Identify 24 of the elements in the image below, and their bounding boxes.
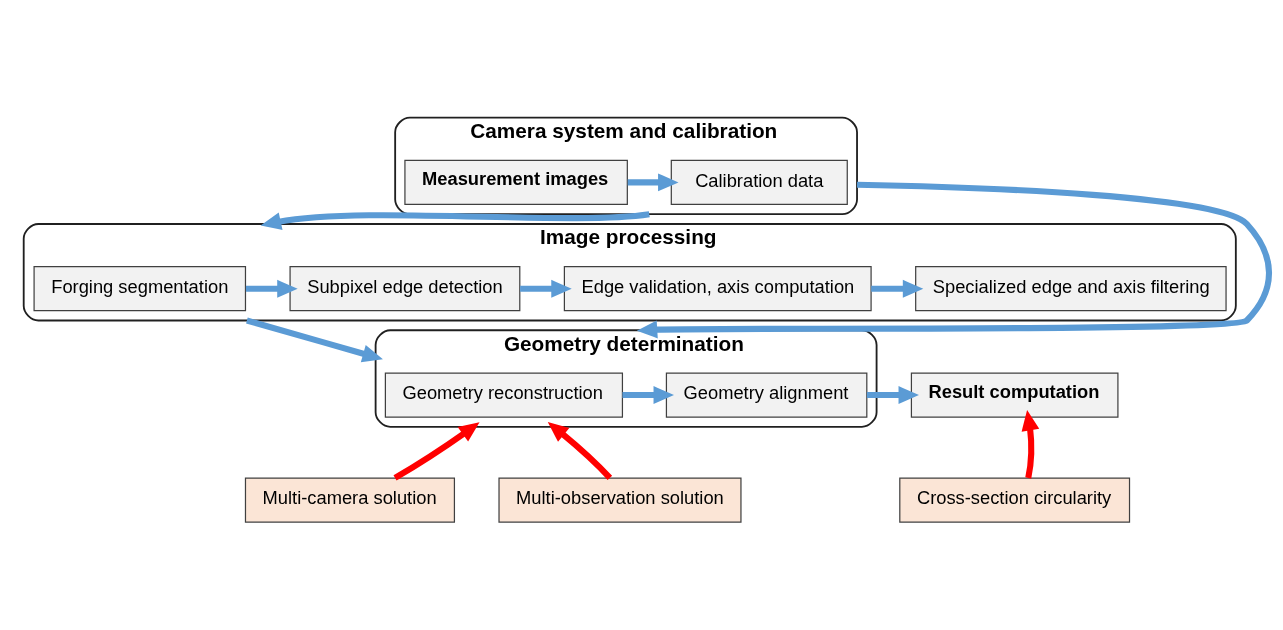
node-box: Multi-observation solution [498,477,742,523]
arrow [871,279,924,298]
node-box: Geometry reconstruction [384,372,624,418]
arrow [622,386,674,404]
node-box: Cross-section circularity [899,477,1131,523]
node-box: Calibration data [670,159,848,206]
arrow [1021,410,1040,479]
node-box: Multi-camera solution [244,477,456,523]
arrow [246,317,383,363]
arrow [260,211,650,230]
node-box: Subpixel edge detection [289,266,521,312]
node-box: Result computation [910,372,1119,418]
arrow [547,422,613,480]
node-box: Measurement images [404,159,628,206]
arrow [636,181,1272,339]
arrow [627,173,679,192]
arrow [393,422,480,481]
arrow [245,279,298,298]
node-box: Geometry alignment [665,372,868,418]
arrow [520,279,572,298]
arrow [866,386,919,404]
node-box: Edge validation, axis computation [563,266,872,312]
node-box: Specialized edge and axis filtering [915,266,1227,312]
node-box: Forging segmentation [33,266,247,312]
